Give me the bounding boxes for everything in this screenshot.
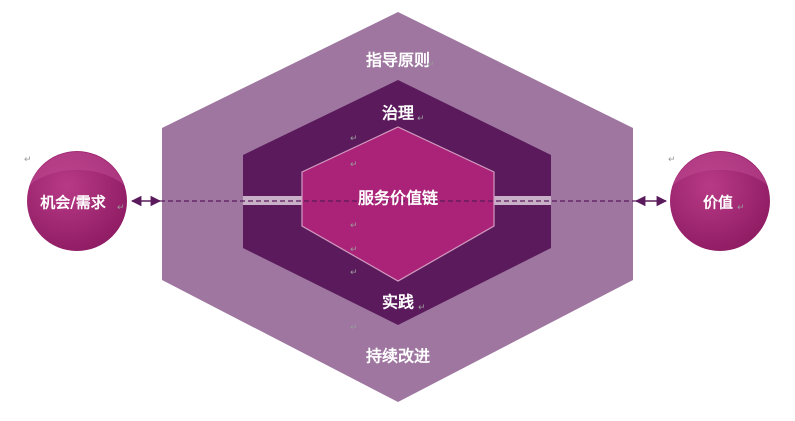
opportunity-demand-label: 机会/需求 [40,194,106,212]
paragraph-mark: ↵ [737,203,745,213]
paragraph-mark: ↵ [668,155,676,165]
service-value-chain-label: 服务价值链 [358,189,439,208]
paragraph-mark: ↵ [350,134,358,144]
center-hexagon [301,126,495,282]
paragraph-mark: ↵ [350,221,358,231]
paragraph-mark: ↵ [418,303,426,313]
value-label: 价值 [703,194,733,212]
paragraph-mark: ↵ [24,155,32,165]
continual-improvement-label: 持续改进 [366,347,430,366]
value-circle-highlight [673,152,767,185]
governance-label: 治理 [382,104,414,123]
paragraph-mark: ↵ [417,114,425,124]
opportunity-circle-highlight [30,152,124,185]
value-circle [670,151,770,251]
paragraph-mark: ↵ [350,245,358,255]
guiding-principles-label: 指导原则 [366,51,430,70]
paragraph-mark: ↵ [427,60,435,70]
practices-label: 实践 [382,293,414,312]
paragraph-mark: ↵ [350,268,358,278]
opportunity-demand-circle [27,151,127,251]
paragraph-mark: ↵ [350,323,358,333]
paragraph-mark: ↵ [350,160,358,170]
paragraph-mark: ↵ [117,203,125,213]
